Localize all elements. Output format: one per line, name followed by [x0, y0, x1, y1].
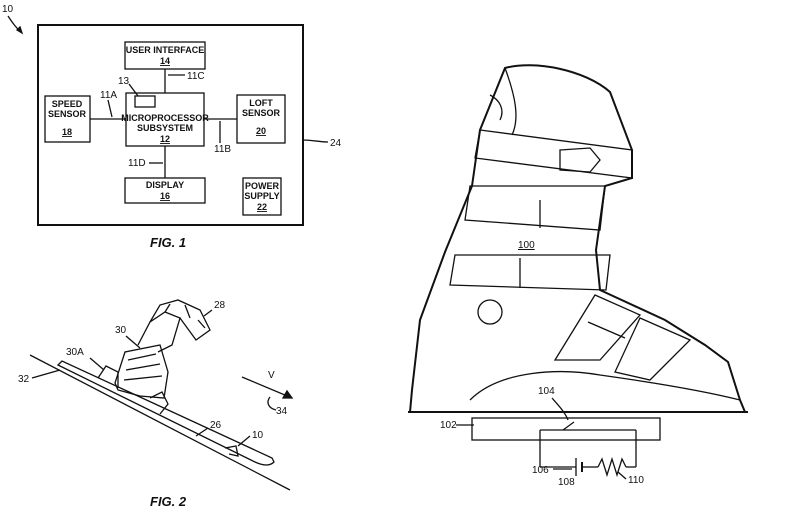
velocity-arrowhead — [281, 389, 294, 399]
slope-ref-leader — [31, 369, 61, 379]
power-supply-label-1: POWER — [245, 181, 280, 191]
memory-ref-label: 13 — [118, 76, 130, 87]
boot-ref-label: 30 — [115, 325, 127, 336]
lower-buckle-2 — [614, 317, 692, 381]
boot-hinge-rivet — [477, 299, 503, 325]
boot-tongue — [504, 67, 517, 136]
lower-buckle-1 — [553, 294, 642, 361]
binding-ref-label: 30A — [66, 347, 84, 358]
memory-block — [134, 95, 156, 108]
switch-ref-leader — [551, 397, 569, 421]
velocity-arrow — [241, 376, 293, 399]
speed-sensor-label-2: SENSOR — [48, 109, 87, 119]
power-supply-box — [242, 177, 282, 216]
display-number: 16 — [160, 191, 170, 201]
microprocessor-label-1: MICROPROCESSOR — [121, 113, 209, 123]
user-interface-number: 14 — [160, 56, 170, 66]
memory-ref-leader — [128, 83, 139, 97]
bus-11d-label: 11D — [128, 158, 146, 169]
fig1-caption: FIG. 1 — [150, 235, 186, 250]
leg-ref-label: 28 — [214, 300, 226, 311]
display-label: DISPLAY — [146, 180, 184, 190]
strap-3 — [449, 254, 611, 291]
binding-ref-leader — [89, 357, 105, 371]
slope-line — [29, 354, 291, 491]
device-ref-leader — [237, 435, 251, 447]
loft-sensor-number: 20 — [256, 126, 266, 136]
enclosure-leader — [302, 139, 329, 143]
direction-ref-label: 34 — [276, 406, 288, 417]
base-ref-label: 102 — [440, 420, 457, 431]
speed-sensor-number: 18 — [62, 127, 72, 137]
pants-folds — [164, 303, 206, 329]
ski-boot — [114, 344, 169, 399]
strap-1-buckle — [559, 147, 601, 173]
ref-system-label: 10 — [2, 4, 14, 15]
leg-ref-leader — [203, 309, 213, 317]
resistor — [597, 456, 627, 478]
speed-sensor-label-1: SPEED — [52, 99, 83, 109]
base-plate — [471, 417, 661, 441]
binding-front — [149, 391, 169, 415]
ref-system-arrowhead — [15, 25, 24, 35]
switch-contact — [562, 421, 575, 431]
loft-sensor-label-2: SENSOR — [242, 108, 281, 118]
velocity-label: V — [268, 370, 275, 381]
bus-11a-leader — [107, 99, 113, 118]
node-ref-label: 108 — [558, 477, 575, 488]
resistor-ref-label: 110 — [628, 475, 644, 486]
microprocessor-number: 12 — [160, 134, 170, 144]
user-interface-label: USER INTERFACE — [126, 45, 205, 55]
bus-11c-label: 11C — [187, 71, 205, 82]
battery-ref-label: 106 — [532, 465, 549, 476]
leg-lower — [137, 311, 181, 353]
ski — [56, 360, 275, 466]
boot-ref-leader — [125, 335, 141, 349]
boot-ref-label: 100 — [518, 240, 535, 251]
boot-cuff-inner — [489, 94, 503, 121]
enclosure-box — [37, 24, 304, 226]
device-on-ski — [224, 445, 239, 457]
strap-1 — [474, 129, 633, 179]
ski-ref-label: 26 — [210, 420, 222, 431]
boot-lower-shell-line — [469, 371, 741, 401]
binding-rear — [97, 365, 119, 388]
enclosure-ref-label: 24 — [330, 138, 342, 149]
fig2-caption: FIG. 2 — [150, 494, 187, 509]
loft-sensor-label-1: LOFT — [249, 98, 273, 108]
device-ref-label: 10 — [252, 430, 264, 441]
lower-buckle-line — [587, 321, 626, 339]
fig2-skier-illustration: 28 30 30A 32 26 10 V 34 FIG. 2 — [18, 299, 294, 509]
boot-buckles — [123, 353, 163, 381]
fig1-block-diagram: 10 24 USER INTERFACE 14 SPEED SENSOR 18 … — [2, 4, 342, 250]
power-supply-label-2: SUPPLY — [244, 191, 279, 201]
strap-2 — [464, 185, 606, 231]
ski-ref-leader — [195, 427, 209, 437]
microprocessor-label-2: SUBSYSTEM — [137, 123, 193, 133]
bus-11b-label: 11B — [214, 144, 231, 155]
switch-ref-label: 104 — [538, 386, 555, 397]
direction-leader — [267, 396, 277, 411]
resistor-ref-leader — [617, 471, 627, 480]
bus-11a-label: 11A — [100, 90, 117, 101]
leg-pants — [149, 299, 211, 341]
power-supply-number: 22 — [257, 202, 267, 212]
fig3-boot-illustration: 102 100 104 106 108 110 — [408, 64, 748, 488]
slope-ref-label: 32 — [18, 374, 30, 385]
